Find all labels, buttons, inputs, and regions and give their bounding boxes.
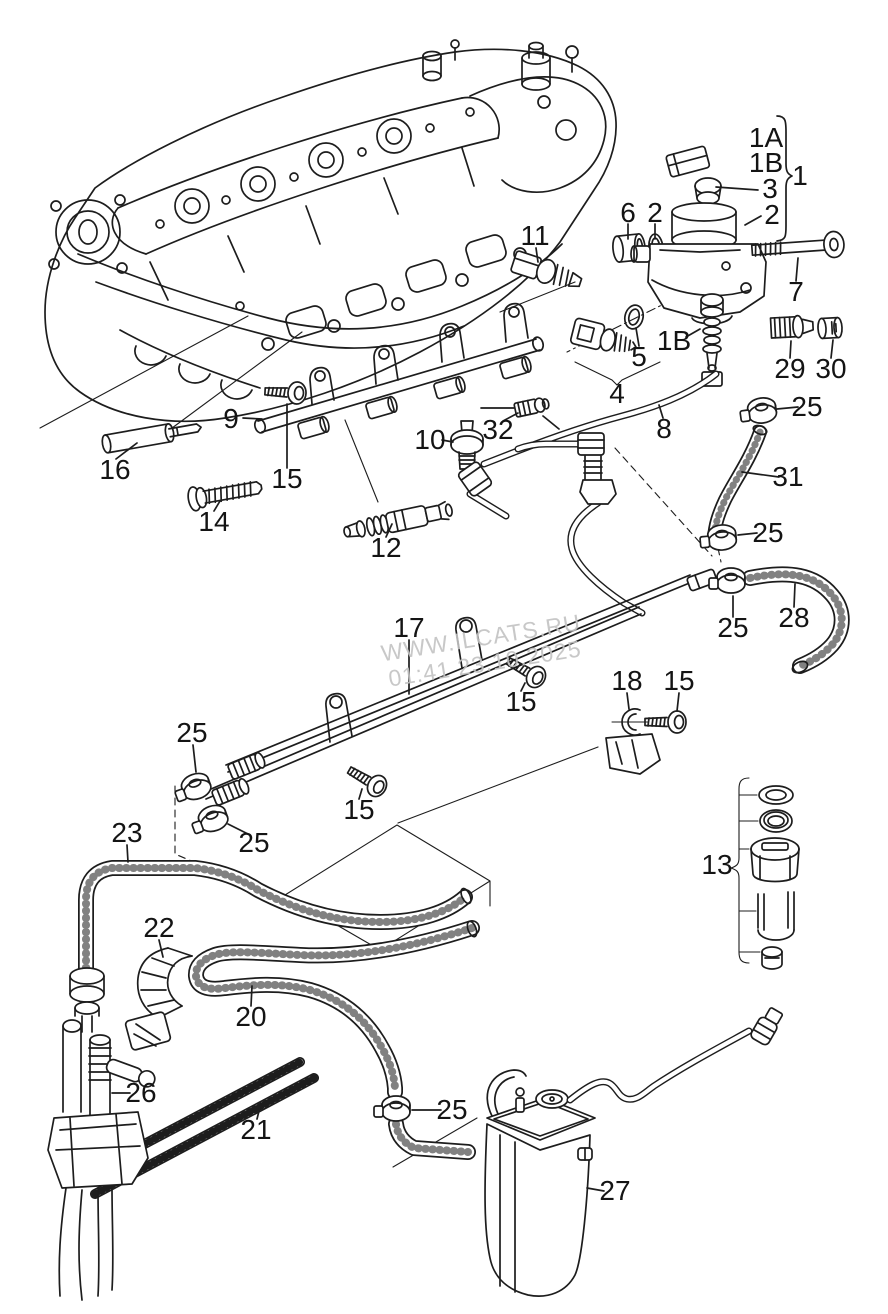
part-callout-15-30: 15: [663, 665, 695, 696]
part-callout-10-20: 10: [414, 424, 446, 455]
part-callout-16-17: 16: [99, 454, 131, 485]
vent-elbow-fitting: [750, 1007, 784, 1046]
part-callout-25-33: 25: [238, 827, 270, 858]
part-28-hose: [742, 566, 850, 674]
group-4-brace: [574, 361, 661, 386]
part-callout-25-15: 25: [791, 391, 823, 422]
part-callout-15-28: 15: [505, 686, 537, 717]
leader-lines: [111, 115, 834, 1192]
part-29-connector: [769, 314, 815, 339]
part-callout-11-7: 11: [520, 220, 550, 251]
part-callout-23-34: 23: [111, 817, 143, 848]
part-16-pin: [101, 423, 202, 454]
part-callout-4-11: 4: [609, 378, 625, 409]
part-9-fuel-rail: [253, 302, 545, 440]
part-callout-1-3: 1: [792, 160, 808, 191]
part-callout-2-4: 2: [764, 199, 780, 230]
part-callout-6-5: 6: [620, 197, 636, 228]
part-callout-17-27: 17: [393, 612, 425, 643]
part-callout-25-31: 25: [176, 717, 208, 748]
part-callout-25-25: 25: [717, 612, 749, 643]
part-callout-13-35: 13: [701, 849, 733, 880]
part-12-injector: [343, 500, 453, 538]
part-callout-27-41: 27: [599, 1175, 631, 1206]
part-23-hose: [78, 860, 473, 983]
part-5-o-ring: [623, 304, 645, 330]
part-30-cap: [817, 316, 843, 340]
part-callout-21-39: 21: [240, 1114, 272, 1145]
part-callout-31-23: 31: [772, 461, 804, 492]
part-callout-5-9: 5: [631, 341, 647, 372]
part-4-sensor: [569, 317, 637, 353]
part-callout-9-16: 9: [223, 403, 239, 434]
part-callout-26-38: 26: [125, 1077, 157, 1108]
part-14-bolt: [187, 480, 263, 512]
part-13-group: [730, 777, 800, 970]
part-callout-1B-10: 1B: [656, 325, 692, 356]
part-callout-30-13: 30: [815, 353, 847, 384]
part-callout-1A-0: 1A: [748, 122, 784, 153]
part-callout-15-18: 15: [271, 463, 303, 494]
part-callout-14-19: 14: [198, 506, 230, 537]
part-callout-20-37: 20: [235, 1001, 267, 1032]
part-27-canister: [484, 1007, 784, 1297]
part-22-retainer: [124, 947, 193, 1051]
part-callout-12-22: 12: [370, 532, 402, 563]
part-11-sensor: [510, 250, 583, 288]
part-callout-32-21: 32: [482, 414, 514, 445]
part-3-sensor: [665, 145, 722, 213]
part-26-assembly: [47, 967, 156, 1301]
part-7-bolt: [750, 230, 845, 259]
part-callout-25-40: 25: [436, 1094, 468, 1125]
part-callout-1B-1: 1B: [748, 147, 784, 178]
part-callout-22-36: 22: [143, 912, 175, 943]
part-callout-15-32: 15: [343, 794, 375, 825]
part-callout-7-8: 7: [788, 276, 804, 307]
engine-cylinder-head: [44, 39, 617, 423]
part-callout-28-26: 28: [778, 602, 810, 633]
part-20-hose: [188, 920, 480, 1160]
part-18-clamp-bracket: [605, 708, 661, 775]
part-10-valve: [450, 420, 484, 470]
part-32-fitting: [513, 397, 550, 418]
part-callout-25-24: 25: [752, 517, 784, 548]
union-nut: [577, 432, 617, 505]
part-callout-18-29: 18: [611, 665, 643, 696]
part-callout-2-6: 2: [647, 197, 663, 228]
part-callout-29-12: 29: [774, 353, 806, 384]
part-17-pipes: [203, 568, 718, 807]
part-callout-8-14: 8: [656, 413, 672, 444]
part-callout-3-2: 3: [762, 173, 778, 204]
fuel-pipes: [457, 370, 720, 617]
